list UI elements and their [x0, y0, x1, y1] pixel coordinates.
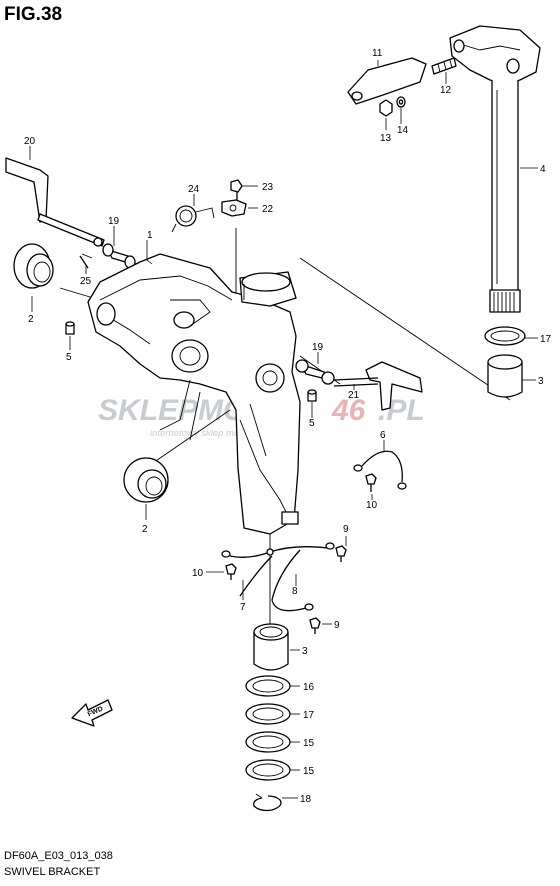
callout-part-17-upper: 17: [540, 334, 552, 345]
callout-part-23: 23: [262, 182, 274, 193]
washer-part-17-lower: [245, 703, 291, 725]
grease-fitting-part-5-right: [307, 389, 317, 402]
bushing-part-19-upper: [102, 243, 136, 269]
lever-part-21: [333, 361, 423, 411]
callout-part-22: 22: [262, 204, 274, 215]
callout-part-3-lower: 3: [302, 646, 308, 657]
callout-part-5-right: 5: [309, 418, 315, 429]
steering-shaft-part-4: [449, 25, 541, 313]
bolt-part-10-upper: [365, 473, 377, 492]
callout-part-4: 4: [540, 164, 546, 175]
callout-part-11: 11: [372, 48, 383, 59]
washer-part-14: [396, 96, 406, 108]
ground-wire-part-7: [221, 542, 335, 558]
spring-part-24: [171, 205, 215, 233]
washer-part-15-lower: [245, 759, 291, 781]
bushing-part-2-lower: [123, 457, 169, 503]
washer-part-17-upper: [484, 326, 526, 346]
nut-part-13: [379, 99, 393, 117]
callout-part-15-lower: 15: [303, 766, 315, 777]
clip-part-22: [221, 199, 247, 217]
callout-part-2-upper: 2: [28, 314, 34, 325]
callout-part-12: 12: [440, 85, 452, 96]
callout-part-18: 18: [300, 794, 312, 805]
callout-part-9-lower: 9: [334, 620, 340, 631]
ground-wire-part-8: [239, 548, 314, 612]
circlip-part-18: [253, 793, 282, 812]
bolt-part-9-upper: [335, 545, 347, 562]
figure-name: SWIVEL BRACKET: [4, 866, 101, 878]
watermark-text-b: 46: [331, 394, 366, 427]
callout-part-10-lower: 10: [192, 568, 204, 579]
fwd-arrow-icon: FWD: [71, 699, 113, 727]
callout-part-19-right: 19: [312, 342, 324, 353]
callout-part-2-lower: 2: [142, 524, 148, 535]
washer-part-15-upper: [245, 731, 291, 753]
callout-part-20: 20: [24, 136, 36, 147]
callout-part-24: 24: [188, 184, 200, 195]
callout-part-14: 14: [397, 125, 409, 136]
callout-part-10-upper: 10: [366, 500, 378, 511]
callout-labels: 1 2 2 3 3 4 5 5 6 7 8 9 9 10 10 11 12 13…: [24, 48, 552, 805]
grease-fitting-part-5-left: [65, 321, 75, 335]
tilt-lever-part-20: [5, 157, 105, 247]
figure-title: FIG.38: [4, 4, 63, 25]
swivel-bracket-part-1: [87, 253, 301, 535]
callout-part-17-lower: 17: [303, 710, 315, 721]
watermark-subtitle: internetowy sklep motocyklowy: [150, 428, 282, 439]
bolt-part-23: [230, 179, 243, 200]
callout-part-6: 6: [380, 430, 386, 441]
bushing-part-2-upper: [13, 243, 54, 289]
callout-part-9-upper: 9: [343, 524, 349, 535]
pin-part-25: [79, 253, 93, 269]
callout-part-15-upper: 15: [303, 738, 315, 749]
callout-part-19-upper: 19: [108, 216, 120, 227]
bracket-part-11: [347, 57, 427, 105]
leader-lines: [29, 60, 538, 799]
callout-part-25: 25: [80, 276, 92, 287]
bolt-part-10-lower: [225, 563, 237, 580]
callout-part-8: 8: [292, 586, 298, 597]
bushing-part-3-lower: [253, 623, 289, 671]
washer-part-16: [245, 675, 291, 697]
callout-part-13: 13: [380, 133, 392, 144]
figure-code: DF60A_E03_013_038: [4, 850, 113, 862]
callout-part-3-upper: 3: [538, 376, 544, 387]
bushing-part-19-right: [295, 359, 335, 385]
callout-part-5-left: 5: [66, 352, 72, 363]
callout-part-7: 7: [240, 602, 246, 613]
callout-part-16: 16: [303, 682, 315, 693]
bushing-part-3-upper: [487, 354, 523, 398]
callout-part-21: 21: [348, 390, 360, 401]
ground-wire-part-6: [353, 450, 407, 490]
bolt-part-9-lower: [309, 617, 321, 634]
bolt-part-12: [431, 57, 457, 75]
callout-part-1: 1: [147, 230, 153, 241]
